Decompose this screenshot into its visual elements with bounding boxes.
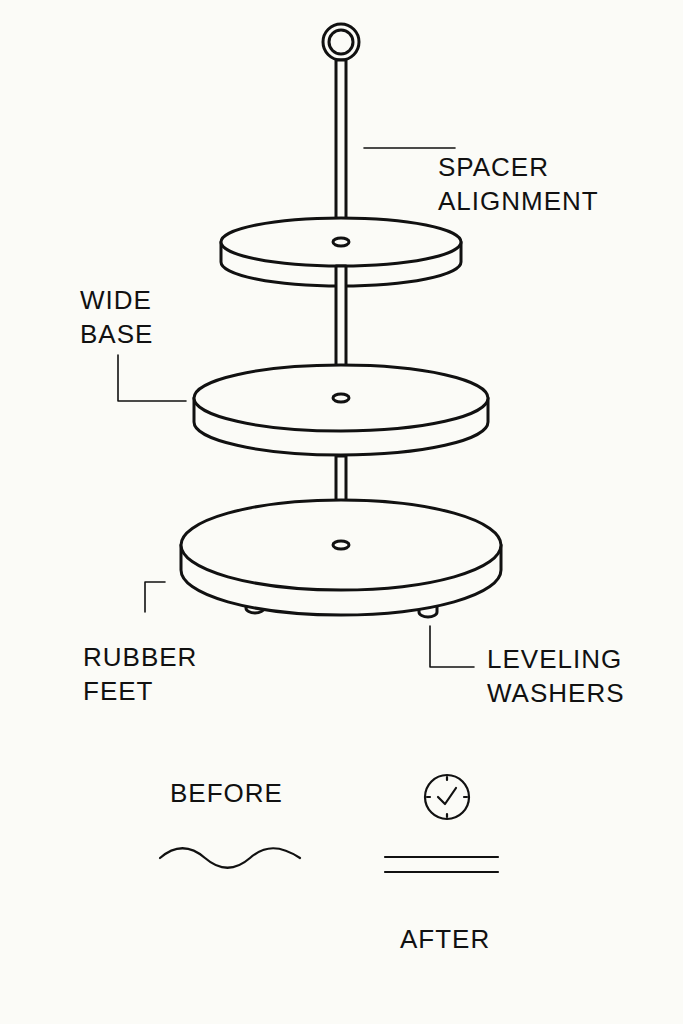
- part-label: SPACER ALIGNMENT: [438, 150, 668, 218]
- state-label: AFTER: [400, 922, 530, 956]
- part-label: LEVELING WASHERS: [487, 642, 677, 710]
- middle-plate: [194, 365, 488, 431]
- center-rod: [336, 60, 346, 242]
- clock-icon: [425, 775, 469, 819]
- leader-line: [145, 582, 165, 612]
- rod-hole: [333, 238, 349, 246]
- rod-hole: [333, 541, 349, 549]
- leader-line: [430, 626, 474, 667]
- top-plate: [221, 218, 461, 266]
- part-label: RUBBER FEET: [83, 640, 233, 708]
- straight-lines: [385, 857, 498, 872]
- rod-hole: [333, 394, 349, 402]
- finial-ring: [323, 24, 359, 60]
- leader-line: [364, 147, 455, 149]
- bottom-plate: [181, 500, 501, 590]
- state-label: BEFORE: [170, 776, 320, 810]
- part-label: WIDE BASE: [80, 283, 200, 351]
- wavy-line: [160, 848, 300, 868]
- finial-ring-inner: [329, 30, 353, 54]
- leader-line: [118, 355, 186, 401]
